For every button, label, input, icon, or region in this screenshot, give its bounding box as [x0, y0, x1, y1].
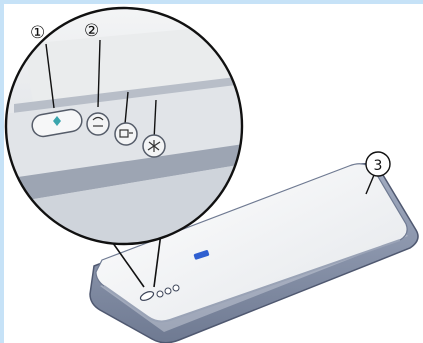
callout-1: ① — [30, 23, 45, 43]
copy-button[interactable] — [87, 113, 109, 135]
button-dot-3[interactable] — [173, 285, 179, 291]
scan-to-email-button[interactable] — [115, 123, 137, 145]
button-dot-2[interactable] — [165, 288, 171, 294]
scanner-illustration: ① ② 3 — [4, 4, 423, 343]
callout-2: ② — [84, 21, 99, 41]
scan-to-pdf-button[interactable] — [143, 135, 165, 157]
button-dot-1[interactable] — [157, 291, 163, 297]
callout-3: 3 — [374, 158, 383, 174]
